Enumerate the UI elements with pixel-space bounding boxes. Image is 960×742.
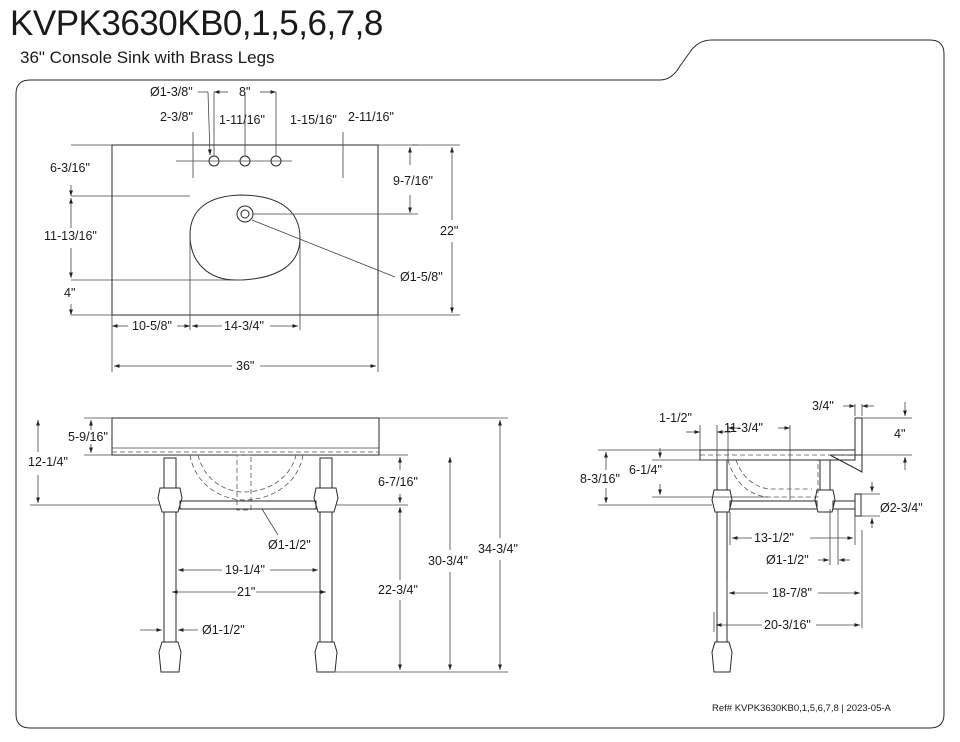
top-view: 8" Ø1-3/8" 2-3/8" 1-11/16" 1-15/16" 2-11…: [44, 85, 460, 373]
drain-dia-label: Ø1-5/8": [400, 270, 443, 284]
top-underside-height-label: 30-3/4": [428, 554, 468, 568]
bracket-depth-label: 13-1/2": [754, 531, 794, 545]
backsplash-height-label: 4": [894, 427, 905, 441]
counter-top-front: [111, 417, 380, 456]
backsplash-thickness-label: 3/4": [812, 399, 834, 413]
bowl-left-offset-label: 10-5/8": [132, 319, 172, 333]
inner-width-label: 19-1/4": [225, 563, 265, 577]
top-to-bar-label: 12-1/4": [28, 455, 68, 469]
leg-dia-label: Ø1-1/2": [202, 623, 245, 637]
bar-dia-label: Ø1-1/2": [268, 538, 311, 552]
right-offset-label: 2-11/16": [348, 110, 394, 124]
drain-outer: [236, 205, 254, 223]
wall-flange-dia-label: Ø2-3/4": [880, 501, 923, 515]
overall-side-depth-label: 20-3/16": [764, 618, 811, 632]
front-leg-right: [319, 511, 333, 643]
front-leg-right-upper: [319, 457, 333, 489]
bowl-depth-top-label: 11-3/4": [724, 421, 763, 435]
top-thickness-label: 5-9/16": [68, 430, 108, 444]
bowl-outline: [189, 194, 301, 281]
bowl-depth-label: 11-13/16": [44, 229, 97, 243]
bracket-dia-label: Ø1-1/2": [766, 553, 809, 567]
bowl-inner-height-label: 6-1/4": [629, 463, 662, 477]
drain-inner: [240, 209, 250, 219]
bar-height-label: 22-3/4": [378, 583, 418, 597]
backsplash: [854, 417, 863, 456]
wall-flange: [854, 493, 862, 517]
left-offset-label: 2-3/8": [160, 110, 193, 124]
hole-gap-right-label: 1-15/16": [290, 113, 337, 127]
bar-below-top-label: 6-7/16": [378, 475, 418, 489]
side-leg-front: [716, 511, 728, 643]
overall-height-label: 34-3/4": [478, 542, 518, 556]
apron-offset-label: 1-1/2": [659, 411, 692, 425]
overall-width-label: 36": [236, 359, 254, 373]
faucet-spread-label: 8": [239, 85, 250, 99]
leg-spread-label: 21": [237, 585, 255, 599]
faucet-hole-dia-label: Ø1-3/8": [150, 85, 193, 99]
leg-depth-label: 18-7/8": [772, 586, 812, 600]
subtitle: 36" Console Sink with Brass Legs: [20, 48, 275, 67]
front-margin-label: 4": [64, 286, 75, 300]
side-leg-front-upper: [716, 459, 728, 491]
drain-depth-label: 9-7/16": [393, 174, 433, 188]
bowl-width-label: 14-3/4": [224, 319, 264, 333]
page-frame: [15, 39, 945, 729]
overall-depth-label: 22": [440, 224, 458, 238]
model-title: KVPK3630KB0,1,5,6,7,8: [10, 4, 383, 43]
side-leg-back-upper: [819, 459, 831, 491]
holes-depth-label: 6-3/16": [50, 161, 90, 175]
overall-depth-side-label: 8-3/16": [580, 472, 620, 486]
front-leg-left: [163, 511, 177, 643]
cross-bar: [179, 500, 317, 510]
hole-gap-left-label: 1-11/16": [219, 113, 265, 127]
front-leg-left-upper: [163, 457, 177, 489]
side-view: 3/4" 4" 1-1/2" 11-3/4" 6-1/4" 8-3/16": [580, 399, 923, 673]
reference-number: Ref# KVPK3630KB0,1,5,6,7,8 | 2023-05-A: [712, 703, 891, 714]
front-view: 5-9/16" 12-1/4" 6-7/16" 22-3/4" 30-3/4" …: [28, 417, 518, 673]
counter-top-outline: [111, 144, 379, 316]
